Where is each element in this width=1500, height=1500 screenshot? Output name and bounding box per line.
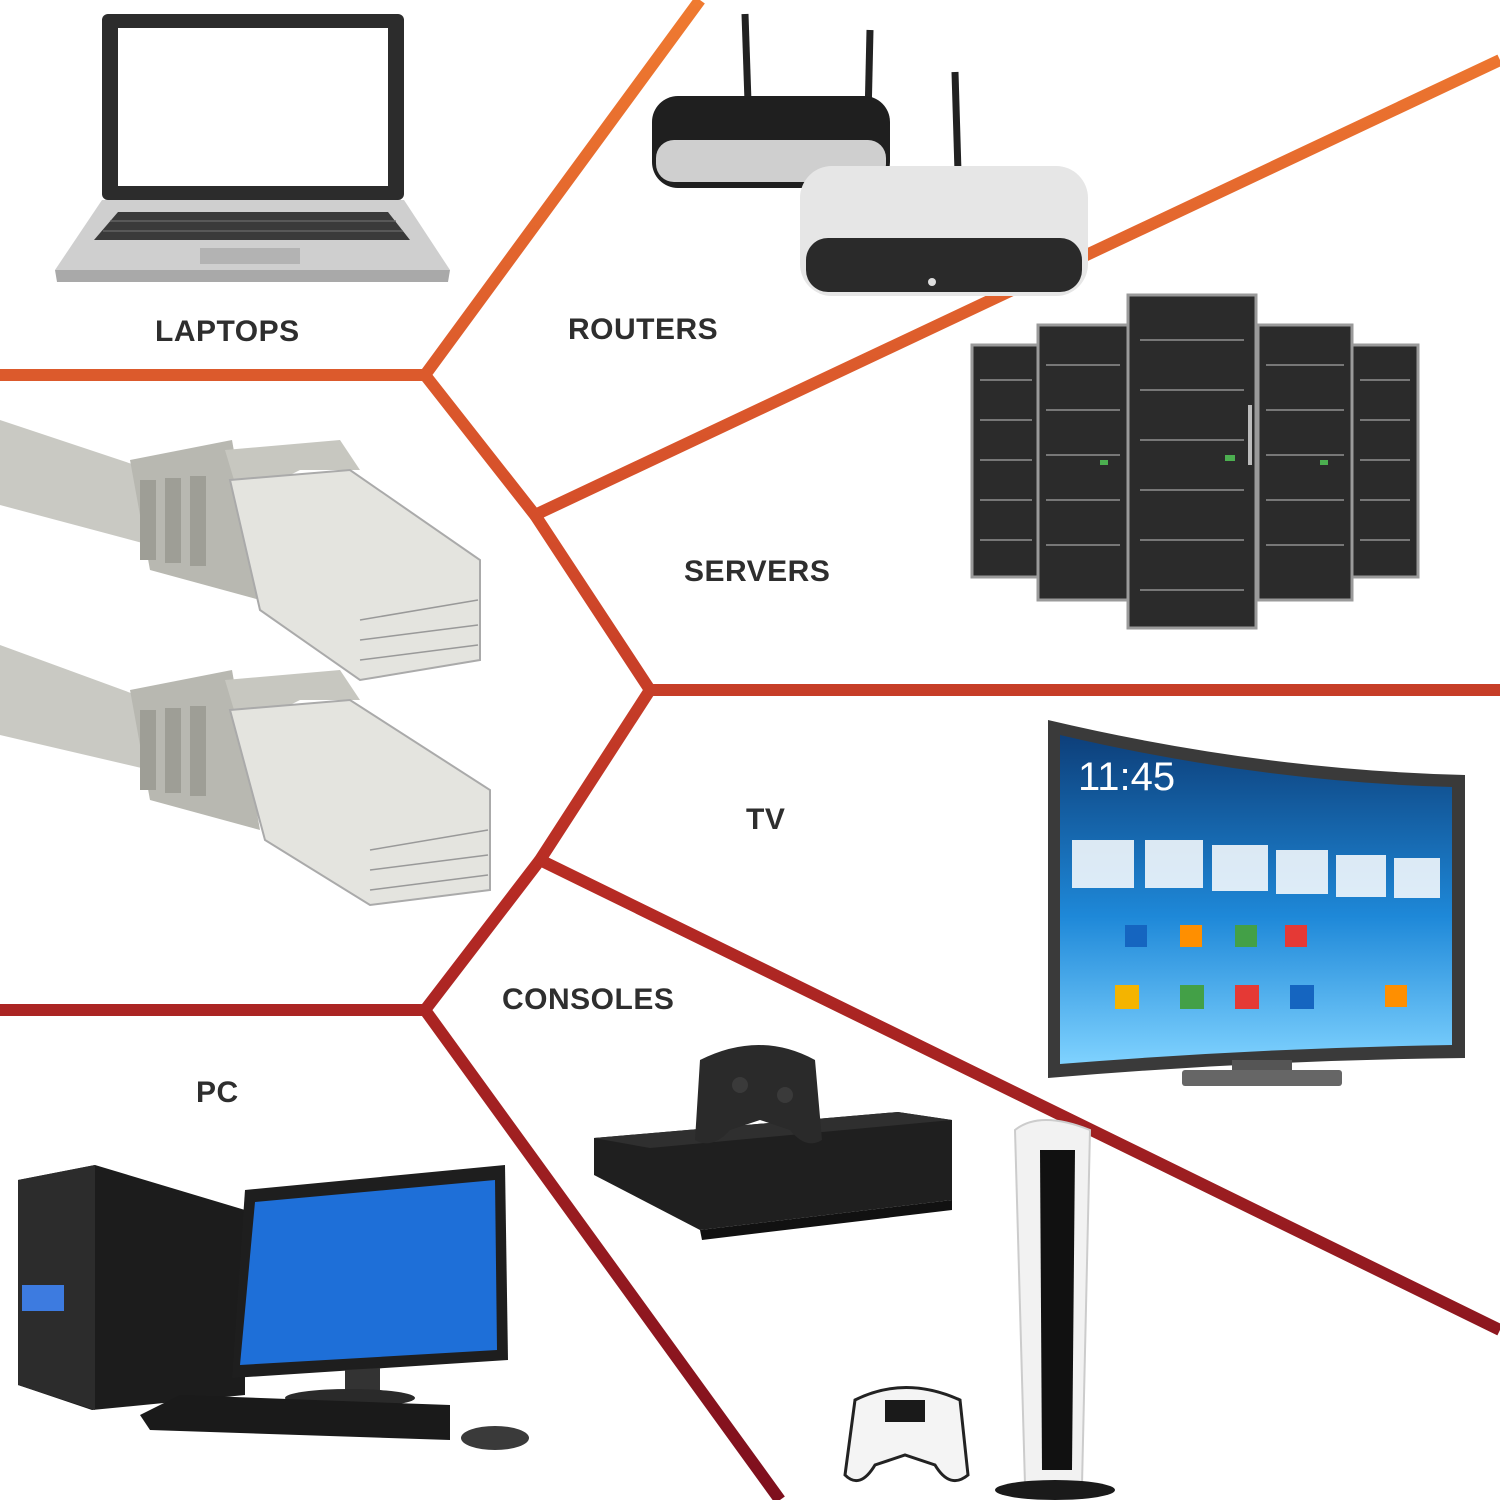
label-laptops: LAPTOPS — [155, 315, 300, 348]
divider-pc — [420, 1006, 785, 1500]
label-pc: PC — [196, 1076, 239, 1109]
tv-clock-text: 11:45 — [1078, 755, 1175, 799]
label-routers: ROUTERS — [568, 313, 719, 346]
label-servers: SERVERS — [684, 555, 831, 588]
label-consoles: CONSOLES — [502, 983, 675, 1016]
label-tv: TV — [746, 803, 786, 836]
gamepad-icon — [695, 1045, 822, 1144]
gamepad-icon — [843, 1386, 970, 1483]
